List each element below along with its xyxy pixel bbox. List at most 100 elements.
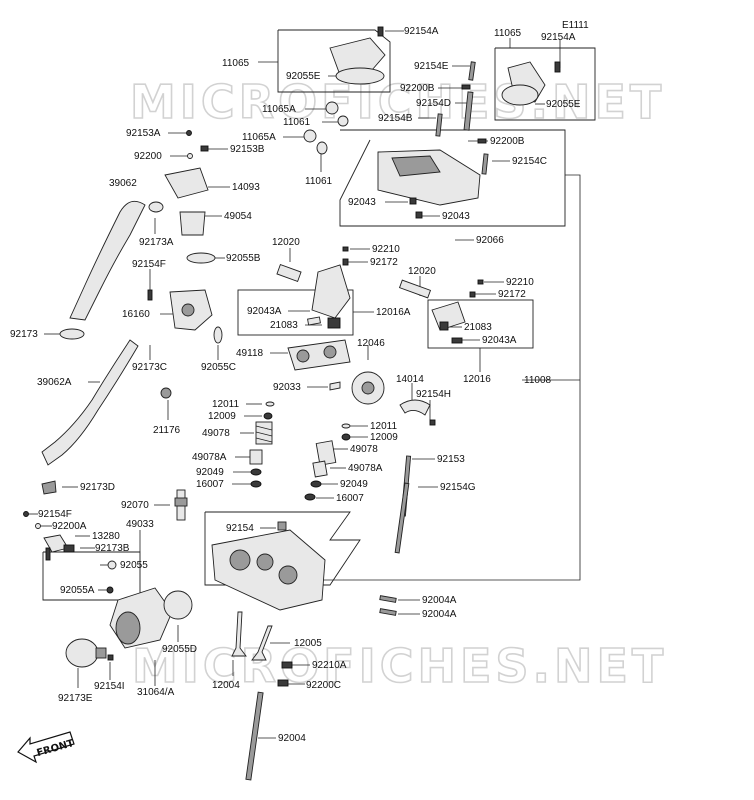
label-39062A: 39062A [37, 377, 72, 388]
guide-14014 [399, 399, 431, 416]
label-92173B: 92173B [95, 543, 130, 554]
label-92172: 92172 [370, 257, 398, 268]
label-92154D: 92154D [416, 98, 451, 109]
oring-92055B [186, 252, 216, 264]
stud-92004 [245, 691, 264, 781]
label-12020: 12020 [272, 237, 300, 248]
valve-12005 [251, 625, 273, 661]
label-12009: 12009 [208, 411, 236, 422]
label-14014: 14014 [396, 374, 424, 385]
label-92154I: 92154I [94, 681, 125, 692]
label-92154: 92154 [226, 523, 254, 534]
label-92055B: 92055B [226, 253, 261, 264]
label-92154A: 92154A [541, 32, 576, 43]
label-49118: 49118 [236, 348, 264, 359]
label-92173D: 92173D [80, 482, 115, 493]
rocker-12016 [431, 301, 466, 331]
label-92004A: 92004A [422, 595, 457, 606]
label-92055A: 92055A [60, 585, 95, 596]
label-12004: 12004 [212, 680, 240, 691]
label-92154F: 92154F [38, 509, 72, 520]
label-21083: 21083 [270, 320, 298, 331]
label-49078: 49078 [202, 428, 230, 439]
label-92154A: 92154A [404, 26, 439, 37]
elbow-14093 [164, 167, 209, 199]
label-92200B: 92200B [490, 136, 525, 147]
label-31064-A: 31064/A [137, 687, 175, 698]
label-14093: 14093 [232, 182, 260, 193]
label-11008: 11008 [524, 375, 552, 386]
hose-39062A [41, 339, 139, 466]
label-92173: 92173 [10, 329, 38, 340]
spring-49078-a [255, 421, 273, 445]
label-92153: 92153 [437, 454, 465, 465]
front-arrow: FRONT [17, 731, 75, 764]
frame-lines [42, 29, 596, 601]
spring-49078A-b [312, 460, 328, 478]
label-11065A: 11065A [242, 132, 276, 143]
gasket-92055E-a [335, 67, 385, 85]
gasket-92055E-b [501, 84, 539, 106]
bolt-92154A-b [554, 61, 561, 73]
label-92210: 92210 [372, 244, 400, 255]
label-92154G: 92154G [440, 482, 476, 493]
rocker-12016A [311, 264, 351, 319]
label-12046: 12046 [357, 338, 385, 349]
label-92200: 92200 [134, 151, 162, 162]
label-92049: 92049 [340, 479, 368, 490]
label-16007: 16007 [196, 479, 224, 490]
label-E1111: E1111 [562, 20, 589, 31]
label-92210: 92210 [506, 277, 534, 288]
bolt-92154A-a [377, 26, 384, 37]
thermostat-49054 [179, 211, 206, 236]
label-92043: 92043 [348, 197, 376, 208]
oring-92055D [163, 590, 193, 620]
label-92066: 92066 [476, 235, 504, 246]
parts [23, 26, 561, 781]
label-12016A: 12016A [376, 307, 411, 318]
label-92154H: 92154H [416, 389, 451, 400]
label-11065A: 11065A [262, 104, 296, 115]
label-92004A: 92004A [422, 609, 457, 620]
part-labels: 11065 92154A 92055E 11065 E1111 92154A 9… [10, 20, 589, 744]
label-92049: 92049 [196, 467, 224, 478]
label-92173A: 92173A [139, 237, 174, 248]
label-92200A: 92200A [52, 521, 87, 532]
label-12011: 12011 [370, 421, 398, 432]
label-92153A: 92153A [126, 128, 161, 139]
label-49078A: 49078A [192, 452, 227, 463]
label-12009: 12009 [370, 432, 398, 443]
label-92043A: 92043A [482, 335, 517, 346]
label-92055E: 92055E [286, 71, 321, 82]
sensor-21176 [160, 387, 172, 399]
leader-lines [28, 30, 561, 739]
label-92055E: 92055E [546, 99, 581, 110]
label-21083: 21083 [464, 322, 492, 333]
label-92210A: 92210A [312, 660, 347, 671]
label-12020: 12020 [408, 266, 436, 277]
label-11065: 11065 [494, 28, 522, 39]
label-12011: 12011 [212, 399, 240, 410]
label-16007: 16007 [336, 493, 364, 504]
label-11061: 11061 [283, 117, 311, 128]
label-11065: 11065 [222, 58, 250, 69]
label-49078: 49078 [350, 444, 378, 455]
watermark-top: MICROFICHES.NET [130, 75, 665, 129]
valve-12004 [231, 611, 247, 657]
label-16160: 16160 [122, 309, 150, 320]
label-92173C: 92173C [132, 362, 167, 373]
hose-39062 [69, 200, 146, 321]
stud-92154G [394, 482, 410, 554]
label-92154B: 92154B [378, 113, 413, 124]
label-11061: 11061 [305, 176, 333, 187]
label-12005: 12005 [294, 638, 322, 649]
shaft-12020-b [398, 279, 432, 299]
spring-49078-b [315, 440, 337, 466]
label-92043A: 92043A [247, 306, 282, 317]
label-92004: 92004 [278, 733, 306, 744]
label-92055D: 92055D [162, 644, 197, 655]
cap-11065A-b [303, 129, 317, 143]
label-49078A: 49078A [348, 463, 383, 474]
label-39062: 39062 [109, 178, 137, 189]
